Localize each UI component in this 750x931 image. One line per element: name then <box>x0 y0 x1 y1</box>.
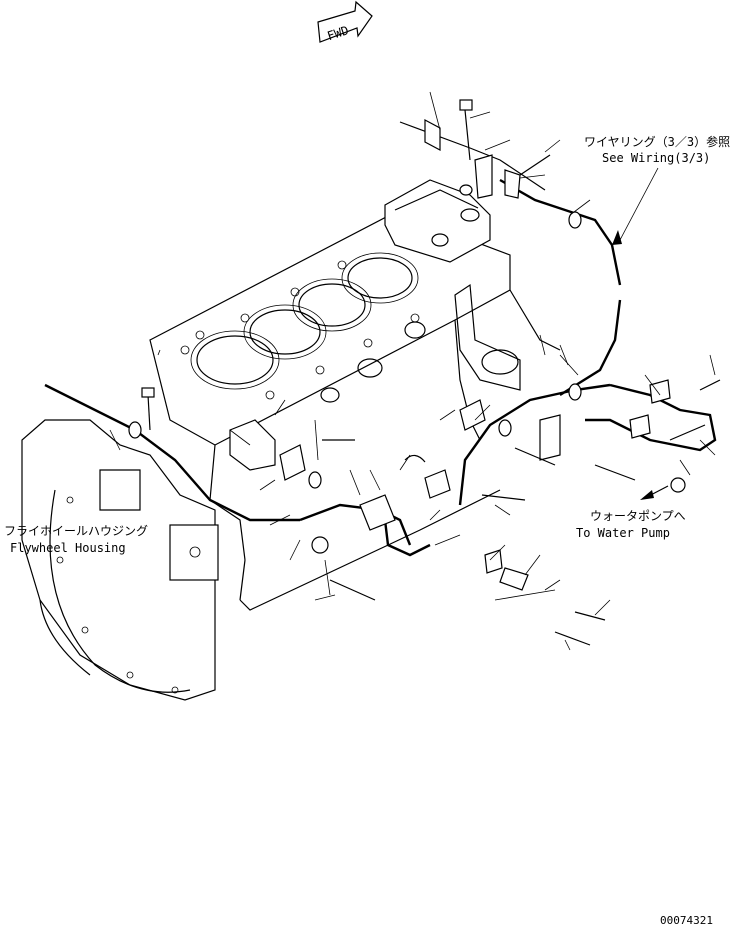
valve-cover <box>384 179 491 263</box>
drawing-number: 00074321 <box>660 914 713 927</box>
intake-manifold <box>454 283 521 391</box>
flywheel-housing-en: Flywheel Housing <box>10 541 126 555</box>
sensor-blocks <box>229 379 686 591</box>
leader-lines <box>109 91 716 651</box>
water-pump-jp: ウォータポンプへ <box>590 509 686 523</box>
upper-brackets <box>399 119 546 199</box>
water-pump-arrow-icon <box>640 485 669 500</box>
bolts <box>141 99 721 646</box>
fwd-label: FWD <box>326 23 351 43</box>
engine-block <box>149 214 561 611</box>
fwd-arrow-icon: FWD <box>317 0 373 43</box>
wiring-ref-en: See Wiring(3/3) <box>602 151 710 165</box>
wiring-ref-arrow-icon <box>612 230 622 245</box>
wiring-ref-jp: ワイヤリング（3／3）参照 <box>584 134 730 149</box>
flywheel-housing-jp: フライホイールハウジング <box>4 524 148 538</box>
water-pump-en: To Water Pump <box>576 526 670 540</box>
flywheel-housing <box>21 419 219 701</box>
